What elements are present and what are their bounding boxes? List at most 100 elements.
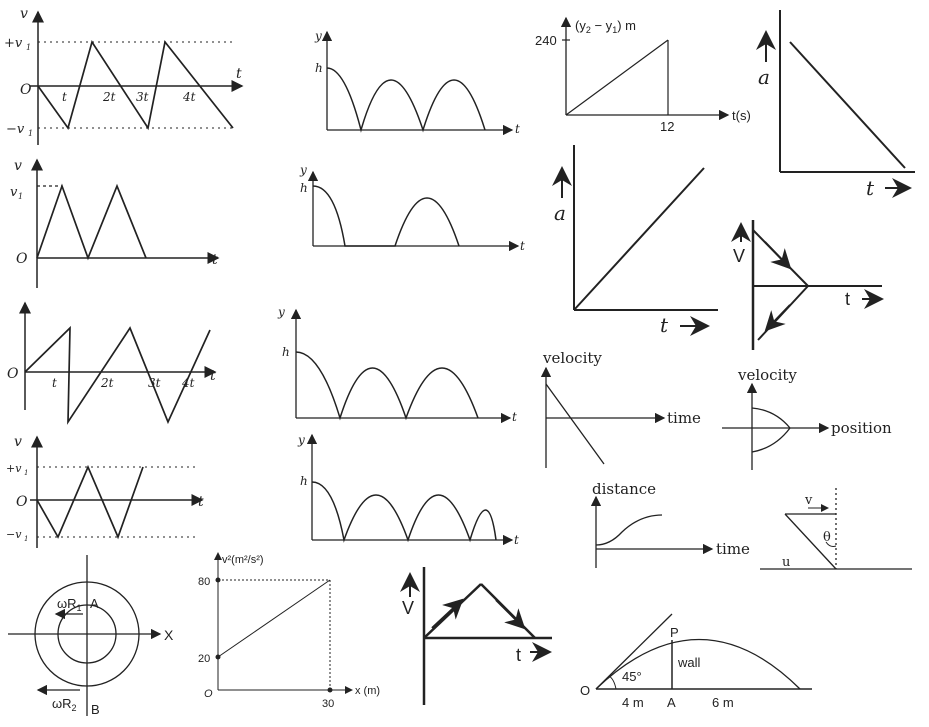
label-6m: 6 m — [712, 695, 734, 710]
axis-label-a: a — [758, 65, 770, 89]
axis-label-y: y — [297, 433, 305, 447]
tick-80: 80 — [198, 576, 210, 588]
graph-velocity-zigzag-2: v +v 1 O −v 1 t — [6, 434, 204, 548]
label-minus-v1: −v — [6, 528, 22, 541]
label-h: h — [300, 181, 308, 195]
point-P: P — [670, 625, 679, 640]
axis-label-V: V — [402, 598, 414, 618]
axis-label-v: v — [20, 6, 28, 22]
axis-label-t: t — [512, 410, 517, 424]
axis-label-t: t — [520, 239, 525, 253]
tick-t1: t — [52, 376, 57, 390]
diagram-projectile-wall: P wall O 45° 4 m A 6 m — [580, 613, 812, 710]
axis-label-velocity: velocity — [542, 349, 602, 367]
label-plus-v1: +v — [6, 462, 22, 475]
axis-label-t: t — [198, 494, 204, 510]
tick-2t1: 2t — [102, 90, 116, 104]
graph-a-decreasing: a t — [756, 10, 915, 200]
label-h: h — [300, 474, 308, 488]
graph-velocity-position: velocity position — [722, 366, 892, 470]
graph-distance-time: distance time — [590, 480, 750, 568]
axis-label-v2: v²(m²/s²) — [222, 554, 264, 566]
label-minus-v1: −v — [6, 122, 25, 137]
axis-label-a: a — [554, 201, 566, 225]
axis-label-X: X — [164, 627, 174, 643]
tick-20: 20 — [198, 653, 210, 665]
tick-4t1: 4t — [182, 90, 196, 104]
axis-label-t: t — [515, 122, 520, 136]
point-O: O — [580, 683, 590, 698]
graph-V-t-triangle: V t — [400, 567, 552, 705]
label-45-degrees: 45° — [622, 669, 642, 684]
origin-label: O — [16, 251, 28, 267]
svg-text:1: 1 — [28, 129, 33, 138]
label-4m: 4 m — [622, 695, 644, 710]
axis-label-t: t — [845, 289, 850, 309]
label-theta: θ — [823, 530, 831, 545]
graph-velocity-zigzag-1: v t O +v 1 −v 1 t 2t 3t 4t — [4, 6, 244, 145]
axis-label-distance: distance — [592, 480, 656, 498]
origin-label: O — [7, 366, 19, 382]
diagram-rotating-circles: X ωR1 A ωR2 B — [8, 555, 174, 717]
axis-label-t: t — [236, 66, 242, 82]
tick-3t1: 3t — [148, 376, 161, 390]
axis-label-position: position — [831, 419, 892, 437]
axis-label-v: v — [14, 434, 22, 450]
label-h: h — [282, 345, 290, 359]
svg-text:1: 1 — [26, 43, 31, 52]
tick-4t1: 4t — [181, 376, 195, 390]
svg-text:1: 1 — [24, 535, 28, 543]
point-A: A — [667, 695, 676, 710]
point-B: B — [91, 702, 100, 717]
label-wR1: ωR1 — [57, 596, 82, 613]
svg-text:1: 1 — [18, 192, 23, 201]
tick-30: 30 — [322, 698, 334, 710]
axis-label-time: time — [667, 409, 701, 427]
label-v1: v — [10, 185, 18, 200]
axis-label-t: t — [660, 313, 669, 337]
label-h: h — [315, 61, 323, 75]
graph-bounce-3: y h t — [277, 305, 517, 424]
point-A: A — [90, 596, 99, 611]
graph-bounce-2: y h t — [299, 163, 525, 253]
axis-label-v: v — [14, 158, 22, 174]
graph-bounce-4: y h t — [297, 433, 519, 547]
origin-label: O — [204, 688, 213, 700]
axis-label-velocity: velocity — [737, 366, 797, 384]
graph-sawtooth: O t t 2t 3t 4t — [7, 301, 217, 425]
tick-t1: t — [62, 90, 67, 104]
axis-label-V: V — [733, 246, 745, 266]
label-wall: wall — [677, 655, 701, 670]
axis-label-y: y — [314, 29, 322, 43]
axis-label-t: t — [210, 368, 216, 384]
axis-label-t: t — [516, 645, 521, 665]
graph-v-triangle: V t — [731, 220, 884, 350]
graph-bounce-1: y h t — [314, 29, 520, 136]
origin-label: O — [16, 494, 28, 510]
tick-12: 12 — [660, 119, 674, 134]
graph-v2-x: v²(m²/s²) 80 20 O 30 x (m) — [198, 552, 380, 710]
tick-240: 240 — [535, 33, 557, 48]
axis-label-time: time — [716, 540, 750, 558]
axis-label-y: y — [277, 305, 285, 319]
origin-label: O — [20, 82, 32, 98]
axis-label-y: y — [299, 163, 307, 177]
graph-velocity-triangles: v v 1 O t — [10, 158, 220, 288]
tick-2t1: 2t — [100, 376, 114, 390]
tick-3t1: 3t — [136, 90, 149, 104]
axis-label-ts: t(s) — [732, 108, 751, 123]
graph-y2-y1: (y2 − y1) m 240 12 t(s) — [535, 16, 751, 134]
axis-label-t: t — [514, 533, 519, 547]
svg-text:1: 1 — [24, 469, 28, 477]
label-u: u — [782, 555, 790, 570]
graph-a-increasing: a t — [552, 145, 718, 337]
axis-label-t: t — [866, 176, 875, 200]
graph-velocity-time: velocity time — [540, 349, 701, 468]
diagram-relative-velocity: v θ u — [760, 488, 912, 570]
axis-label-t: t — [212, 252, 218, 268]
axis-label-x: x (m) — [355, 685, 380, 697]
label-wR2: ωR2 — [52, 696, 77, 713]
label-v: v — [804, 493, 813, 508]
label-plus-v1: +v — [4, 36, 23, 51]
